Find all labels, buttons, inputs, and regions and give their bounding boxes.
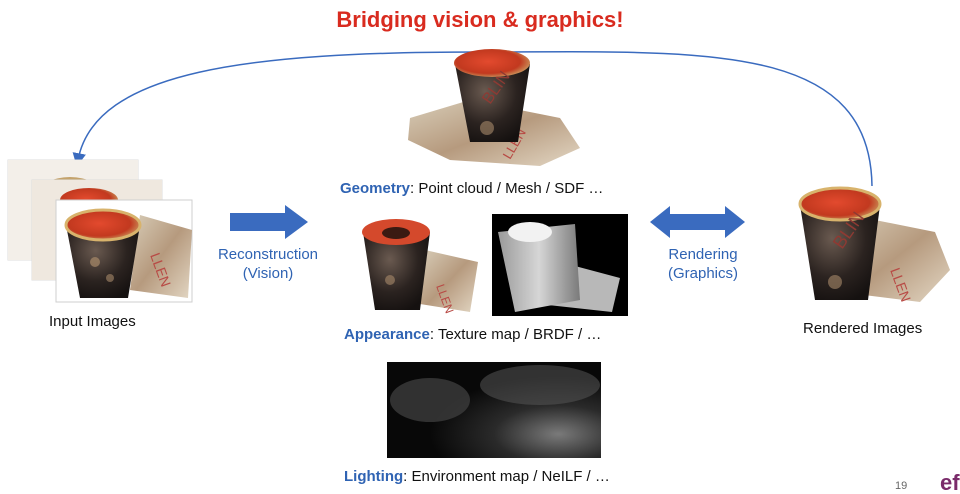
rendering-double-arrow xyxy=(650,206,745,238)
appearance-description: : Texture map / BRDF / … xyxy=(429,326,602,343)
geometry-description: : Point cloud / Mesh / SDF … xyxy=(410,180,604,197)
rendering-label: Rendering (Graphics) xyxy=(650,245,756,283)
reconstruction-arrow xyxy=(230,205,308,239)
reconstruction-line2: (Vision) xyxy=(242,265,294,282)
reconstruction-line1: Reconstruction xyxy=(217,246,319,263)
geometry-caption: Geometry: Point cloud / Mesh / SDF … xyxy=(340,180,603,197)
geometry-term: Geometry xyxy=(340,180,411,197)
epfl-logo: ef xyxy=(940,470,960,494)
appearance-caption: Appearance: Texture map / BRDF / … xyxy=(344,326,601,343)
lighting-caption: Lighting: Environment map / NeILF / … xyxy=(344,468,610,485)
svg-text:ef: ef xyxy=(940,470,960,494)
appearance-term: Appearance xyxy=(344,326,430,343)
page-number: 19 xyxy=(895,480,908,492)
geometry-model: LLEN BLIN xyxy=(408,49,580,166)
rendering-line2: (Graphics) xyxy=(667,265,738,282)
rendering-line1: Rendering xyxy=(668,246,738,263)
input-images-stack: LLEN xyxy=(7,159,193,303)
input-images-caption: Input Images xyxy=(49,313,136,330)
lighting-term: Lighting xyxy=(344,468,404,485)
reconstruction-label: Reconstruction (Vision) xyxy=(208,245,328,283)
input-image-front: LLEN xyxy=(64,208,192,298)
rendered-images-caption: Rendered Images xyxy=(803,320,923,337)
rendered-model: LLEN BLIN xyxy=(798,186,950,304)
slide-title: Bridging vision & graphics! xyxy=(336,7,624,32)
lighting-description: : Environment map / NeILF / … xyxy=(403,468,610,485)
appearance-textured-model: LLEN xyxy=(355,216,485,315)
appearance-grayscale-map xyxy=(492,214,628,316)
